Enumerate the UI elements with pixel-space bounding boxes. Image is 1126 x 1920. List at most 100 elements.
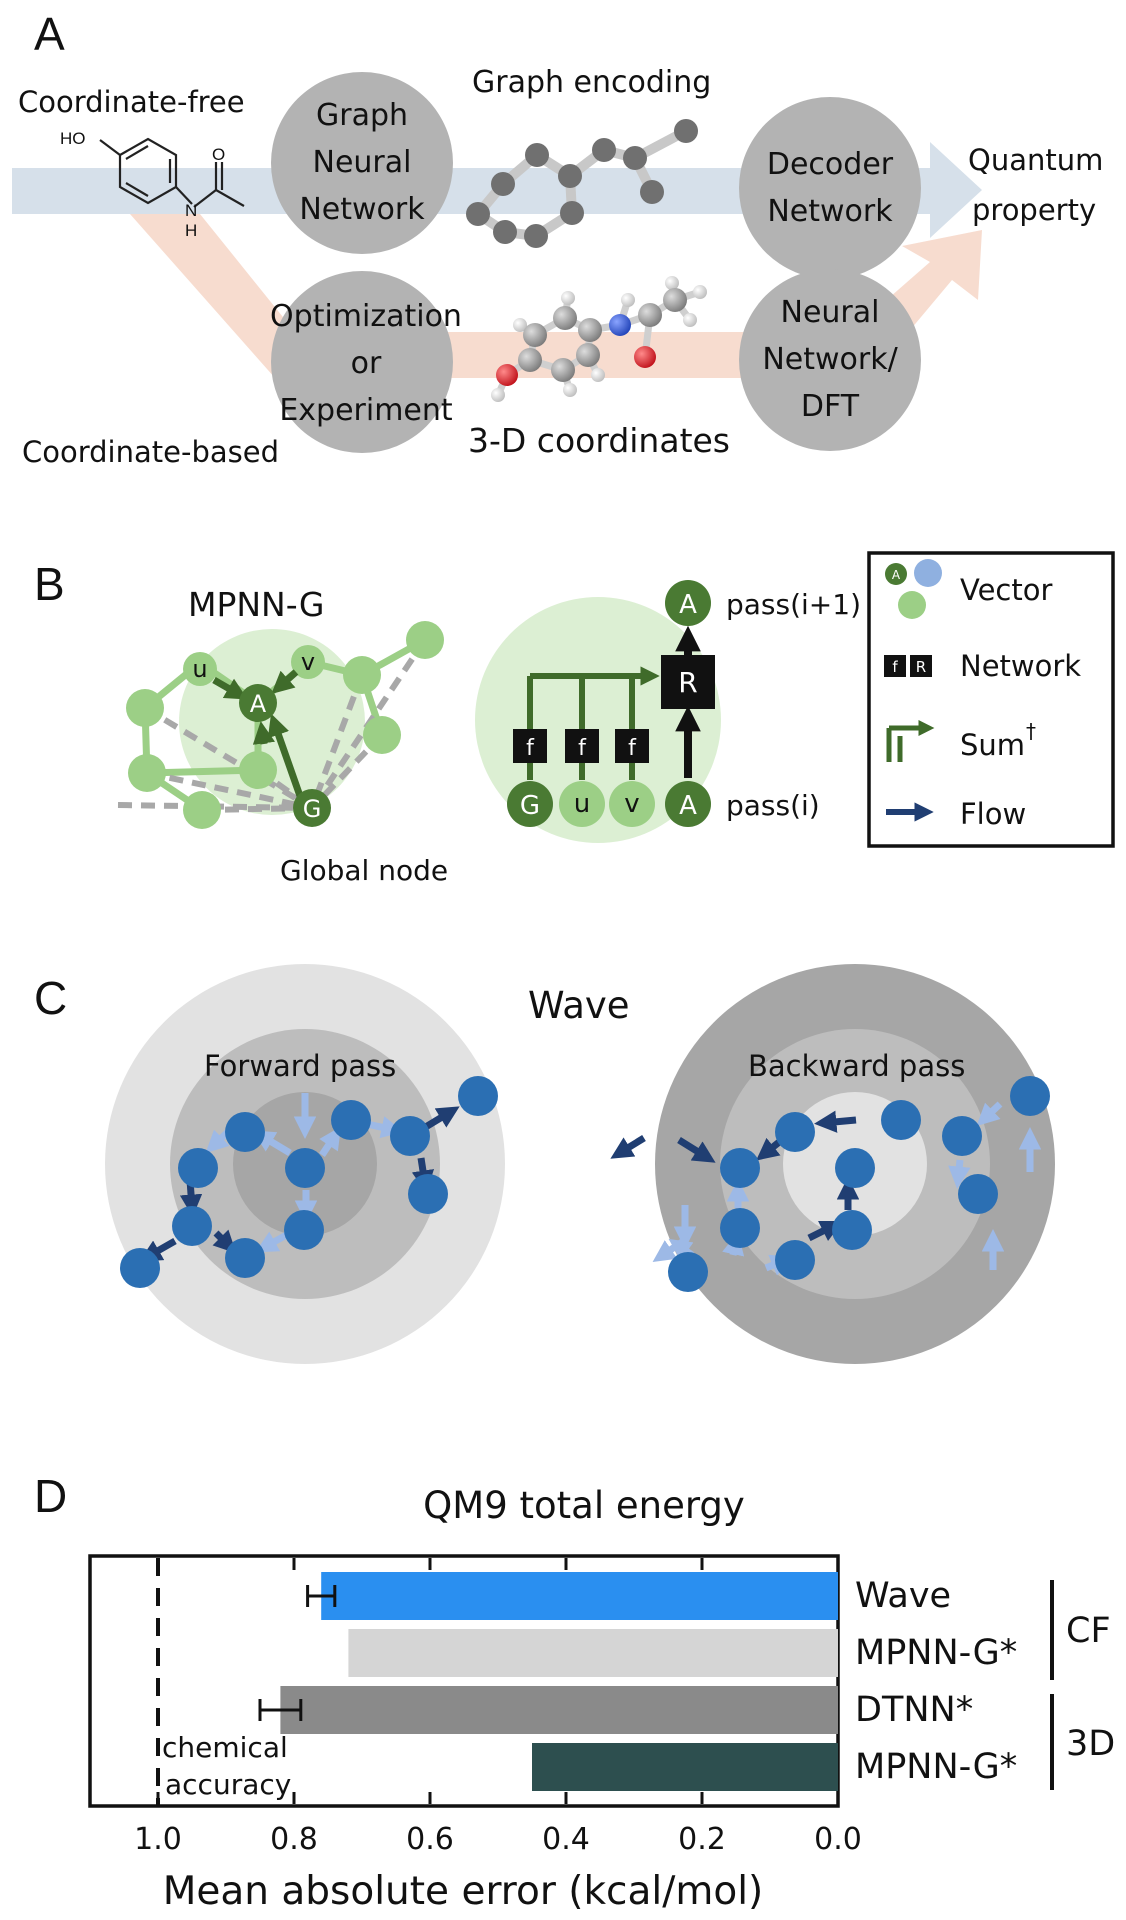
legend-network-label: Network: [960, 649, 1081, 683]
error-bar-wave: [306, 1585, 337, 1607]
bar-labels: Wave MPNN-G* DTNN* MPNN-G*: [855, 1576, 1017, 1787]
nn-dft-circle: Neural Network/ DFT: [739, 269, 921, 451]
network-icon: f R: [884, 655, 932, 677]
network-f-2: f: [565, 729, 599, 763]
chart-title: QM9 total energy: [423, 1484, 745, 1527]
panel-d: D QM9 total energy chemical accuracy 1.0…: [34, 1470, 1115, 1914]
global-node-label: Global node: [280, 854, 448, 887]
backward-nodes: [668, 1076, 1050, 1292]
schematic-node-g: G: [507, 781, 553, 827]
bar-mpnn-g-cf: [348, 1629, 838, 1677]
panel-b: B MPNN-G: [34, 551, 1115, 887]
bar-mpnn-g-3d: [532, 1743, 838, 1791]
bar-dtnn-3d: [280, 1686, 838, 1734]
node-a-label: A: [250, 690, 267, 718]
mpnn-g-title: MPNN-G: [188, 585, 324, 624]
schematic-node-a-current: A: [665, 781, 711, 827]
schematic-node-u: u: [559, 781, 605, 827]
decoder-line-2: Network: [767, 194, 893, 229]
panel-c-letter: C: [34, 972, 67, 1024]
network-icon-r: R: [916, 658, 926, 676]
schematic-node-v: v: [609, 781, 655, 827]
gnn-circle: Graph Neural Network: [271, 72, 453, 254]
network-f-2-label: f: [578, 736, 587, 761]
bar-label-dtnn: DTNN*: [855, 1690, 973, 1730]
panel-a: A Graph Neural Network Optimization or E…: [12, 8, 1103, 469]
x-tick-label: 0.4: [542, 1822, 590, 1857]
panel-d-letter: D: [34, 1470, 67, 1522]
coordinate-free-label: Coordinate-free: [18, 85, 245, 119]
legend-vector-label: Vector: [960, 573, 1052, 607]
forward-nodes: [120, 1076, 498, 1288]
schematic-node-a-next-label: A: [679, 590, 697, 620]
optimization-circle: Optimization or Experiment: [270, 271, 462, 453]
network-f-3-label: f: [628, 736, 637, 761]
pass-next-label: pass(i+1): [726, 588, 861, 621]
schematic-node-a-next: A: [665, 580, 711, 626]
graph-encoding-label: Graph encoding: [472, 65, 711, 100]
schematic-node-u-label: u: [574, 789, 590, 819]
graph-nodes: [126, 621, 444, 829]
sum-icon: [886, 719, 935, 762]
optimization-line-3: Experiment: [279, 393, 453, 428]
network-f-3: f: [615, 729, 649, 763]
node-g-label: G: [303, 795, 322, 823]
x-tick-label: 0.2: [678, 1822, 726, 1857]
forward-pass-label: Forward pass: [204, 1049, 396, 1083]
green-flow-arrows: [212, 669, 304, 798]
legend-flow-label: Flow: [960, 797, 1026, 831]
schematic-node-g-label: G: [520, 791, 540, 821]
panel-c: C Wave Forward pass Backward pass: [34, 964, 1055, 1364]
legend-box: A Vector f R Network Sum † Flow: [867, 551, 1115, 848]
ticks-layer: 1.0 0.8 0.6 0.4 0.2 0.0: [134, 1558, 862, 1857]
bar-label-mpnn-g-3d: MPNN-G*: [855, 1747, 1017, 1787]
x-tick-label: 0.6: [406, 1822, 454, 1857]
chemical-accuracy-line-1: chemical: [162, 1731, 288, 1764]
decoder-line-1: Decoder: [767, 147, 894, 182]
panel-b-letter: B: [34, 558, 65, 610]
coords-3d-label: 3-D coordinates: [468, 421, 730, 460]
quantum-property-line-2: property: [972, 193, 1096, 227]
chemical-accuracy-line-2: accuracy: [165, 1768, 291, 1801]
gnn-line-1: Graph: [316, 98, 408, 133]
mol-o-label: O: [212, 145, 225, 164]
pass-current-label: pass(i): [726, 789, 820, 822]
global-edges: [117, 638, 428, 813]
plot-frame: [88, 1554, 840, 1808]
network-f-1: f: [513, 729, 547, 763]
quantum-property-line-1: Quantum: [968, 143, 1103, 177]
network-icon-f: f: [892, 658, 898, 676]
bar-label-wave: Wave: [855, 1576, 951, 1616]
x-axis-label: Mean absolute error (kcal/mol): [163, 1869, 764, 1914]
legend-sum-label: Sum: [960, 728, 1025, 762]
bars-layer: [258, 1572, 838, 1791]
bar-label-mpnn-g-cf: MPNN-G*: [855, 1633, 1017, 1673]
x-tick-label: 0.8: [270, 1822, 318, 1857]
graph-encoding-molecule: [466, 119, 698, 248]
backward-pass-label: Backward pass: [748, 1049, 965, 1083]
wave-title: Wave: [528, 984, 630, 1027]
gnn-line-2: Neural: [313, 145, 412, 180]
node-v-label: v: [301, 648, 315, 676]
panel-a-letter: A: [34, 8, 65, 60]
nn-dft-line-1: Neural: [781, 295, 880, 330]
optimization-line-2: or: [351, 346, 382, 381]
vector-icon: A: [885, 559, 942, 619]
3d-molecule: [491, 276, 707, 402]
vector-icon-label: A: [892, 568, 901, 582]
x-tick-label: 1.0: [134, 1822, 182, 1857]
schematic-halo: [475, 597, 721, 843]
node-u-label: u: [192, 655, 207, 683]
network-f-1-label: f: [526, 736, 535, 761]
coordinate-based-label: Coordinate-based: [22, 435, 279, 469]
skeletal-molecule: [99, 137, 245, 208]
optimization-line-1: Optimization: [270, 299, 462, 334]
decoder-circle: Decoder Network: [739, 97, 921, 279]
network-r: R: [661, 655, 715, 709]
mol-ho-label: HO: [60, 129, 86, 148]
x-tick-label: 0.0: [814, 1822, 862, 1857]
network-r-label: R: [678, 666, 697, 699]
mol-h-label: H: [185, 221, 197, 240]
nn-dft-line-2: Network/: [762, 342, 898, 377]
